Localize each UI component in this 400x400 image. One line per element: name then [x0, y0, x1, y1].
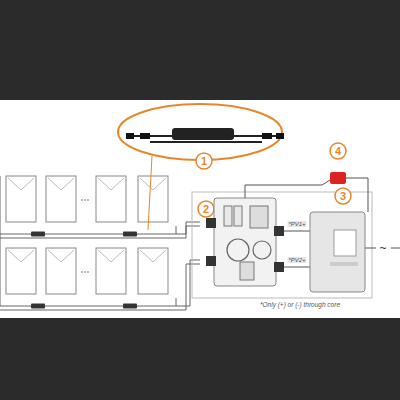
callout-number: 1: [201, 156, 207, 167]
bottom-band: [0, 318, 400, 400]
optimizer-device: [126, 128, 284, 142]
current-sensor: [330, 172, 368, 212]
pin-label: *PV1+: [287, 221, 306, 227]
optimizers: [31, 232, 137, 309]
pin-label: *PV2+: [287, 257, 306, 263]
inverter: [310, 212, 365, 292]
callout-ellipse: [118, 104, 282, 160]
solar-panels: [6, 176, 168, 294]
callout-number: 2: [203, 204, 209, 215]
white-band: [0, 100, 400, 318]
note-text: *Only (+) or (-) through core: [259, 302, 341, 309]
ac-symbol: ~: [378, 242, 387, 254]
string-wires: [0, 176, 200, 310]
system-outline: [192, 192, 372, 298]
combiner-box: [206, 198, 284, 286]
callout-number: 3: [340, 191, 346, 202]
leader-line: [148, 156, 152, 230]
callout-number: 4: [335, 146, 341, 157]
